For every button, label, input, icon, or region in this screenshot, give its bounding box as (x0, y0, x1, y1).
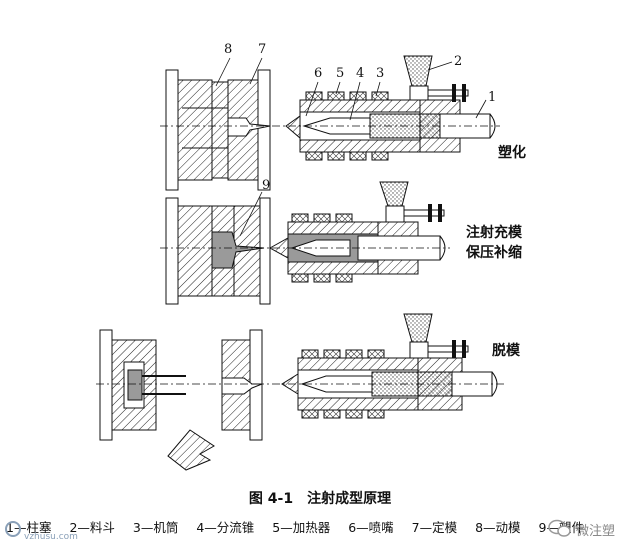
movable-mold-open (99, 329, 186, 441)
legend-item: 4—分流锥 (196, 520, 255, 535)
figure-caption: 图 4-1 注射成型原理 (248, 491, 392, 507)
stage-injection (160, 181, 450, 305)
brand-watermark: 微注塑 (548, 514, 636, 544)
wechat-icon (548, 519, 571, 537)
site-watermark-text: vzhusu.com (24, 532, 78, 542)
brand-watermark-text: 微注塑 (576, 524, 616, 539)
stage-label-ejection: 脱模 (492, 343, 520, 359)
heater-bands-3 (301, 349, 385, 419)
legend-item: 6—喷嘴 (348, 520, 394, 535)
stage-label-plasticizing: 塑化 (498, 145, 526, 161)
part-number-1: 1 (488, 90, 497, 105)
mold-closed (165, 197, 271, 305)
leader-lines (215, 57, 487, 237)
site-watermark: vzhusu.com (4, 520, 84, 546)
legend-item: 8—动模 (475, 520, 521, 535)
part-number-2: 2 (454, 54, 463, 69)
movable-mold (165, 69, 229, 191)
stage-ejection (96, 313, 504, 471)
site-logo-icon (5, 521, 21, 537)
legend-item: 2—料斗 (69, 520, 115, 535)
heater-bands (305, 91, 389, 161)
fixed-mold (227, 69, 271, 191)
barrel-assembly-2 (268, 181, 446, 283)
part-number-6: 6 (314, 66, 323, 81)
part-number-4: 4 (356, 66, 365, 81)
parts-legend: 1—柱塞 2—料斗 3—机筒 4—分流锥 5—加热器 6—喷嘴 7—定模 8—动… (6, 517, 638, 536)
stage-label-injection: 注射充模 (466, 225, 522, 241)
heater-bands-2 (291, 213, 353, 283)
stage-plasticizing (160, 55, 500, 191)
legend-item: 5—加热器 (272, 520, 331, 535)
part-number-3: 3 (376, 66, 385, 81)
ejected-part (167, 429, 215, 471)
part-number-9: 9 (262, 178, 271, 193)
part-number-5: 5 (336, 66, 345, 81)
legend-item: 3—机筒 (132, 520, 179, 535)
barrel-assembly-3 (281, 313, 498, 419)
part-number-7: 7 (258, 42, 267, 57)
legend-item: 7—定模 (411, 520, 458, 535)
stage-label-packing: 保压补缩 (466, 245, 522, 261)
fixed-mold-open (221, 329, 263, 441)
part-number-8: 8 (224, 42, 233, 57)
